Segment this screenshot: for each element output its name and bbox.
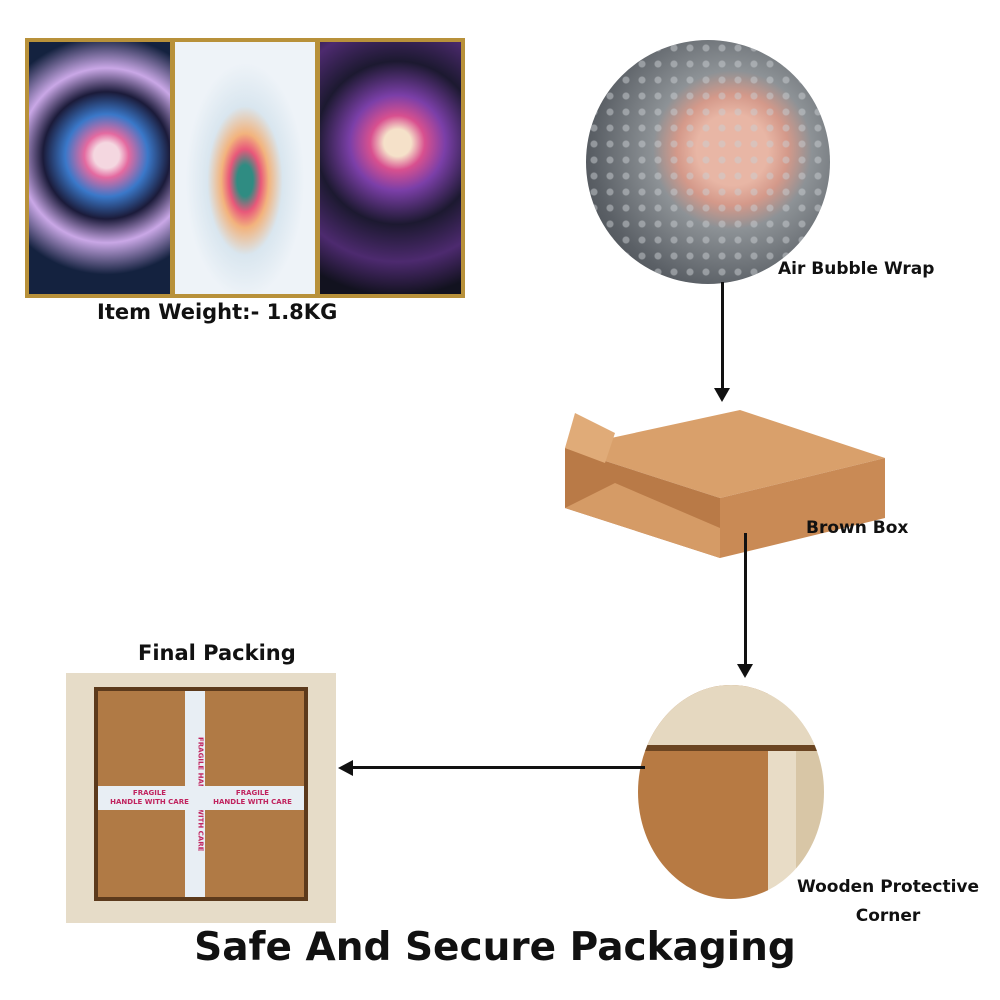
bubble-wrap-image (586, 40, 830, 284)
wooden-corner-label-line1: Wooden Protective (796, 877, 980, 897)
air-bubble-wrap-label: Air Bubble Wrap (778, 259, 935, 279)
arrow-line-1 (721, 282, 724, 392)
arrow-head-left-icon (338, 760, 353, 776)
wooden-corner-label: Wooden Protective Corner (780, 873, 996, 931)
brown-box-image (565, 410, 885, 558)
arrow-line-3 (352, 766, 645, 769)
wall-art-triptych-image (25, 38, 465, 298)
wooden-corner-image (638, 685, 824, 899)
page-title: Safe And Secure Packaging (194, 925, 796, 970)
brown-box-label: Brown Box (806, 518, 909, 538)
arrow-head-down-icon (714, 388, 730, 402)
arrow-head-down-icon (737, 664, 753, 678)
item-weight-label: Item Weight:- 1.8KG (97, 300, 338, 324)
art-panel-left (29, 42, 170, 294)
final-packing-label: Final Packing (138, 641, 296, 665)
arrow-line-2 (744, 533, 747, 668)
wooden-corner-label-line2: Corner (855, 906, 921, 926)
art-panel-center (174, 42, 316, 294)
art-panel-right (320, 42, 462, 294)
